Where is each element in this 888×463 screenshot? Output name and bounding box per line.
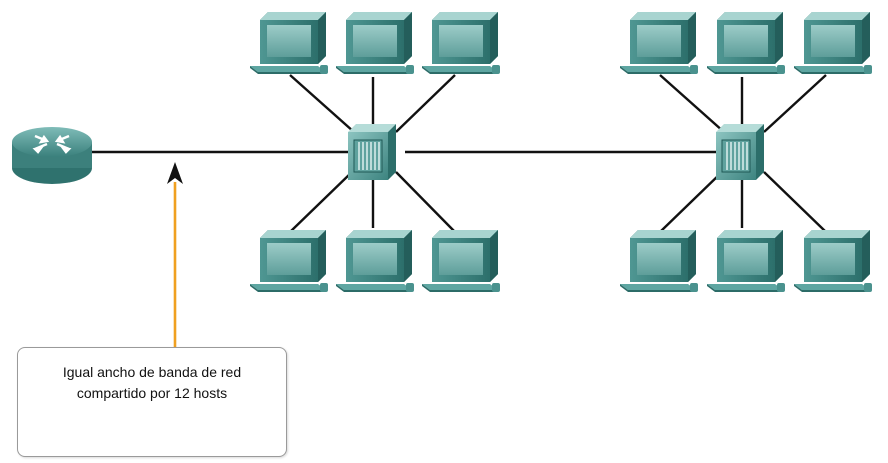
host-cable [659, 171, 723, 233]
router-icon [12, 127, 92, 184]
host-computer-icon [794, 230, 872, 292]
host-computer-icon [422, 12, 500, 74]
host-cable [289, 74, 355, 133]
host-computer-icon [250, 12, 328, 74]
host-computer-icon [707, 12, 785, 74]
host-computer-icon [422, 230, 500, 292]
switch-icon [347, 123, 397, 181]
host-cable [763, 74, 827, 133]
host-computer-icon [620, 12, 698, 74]
host-cable [395, 74, 456, 133]
host-computer-icon [336, 12, 414, 74]
host-computer-icon [620, 230, 698, 292]
host-cable [763, 171, 827, 233]
bandwidth-callout: Igual ancho de banda de red compartido p… [17, 347, 287, 457]
switch-icon [715, 123, 765, 181]
host-cable [395, 171, 456, 233]
callout-text: Igual ancho de banda de red compartido p… [62, 364, 242, 401]
host-computer-icon [250, 230, 328, 292]
host-cable [659, 74, 725, 133]
host-computer-icon [336, 230, 414, 292]
host-computer-icon [794, 12, 872, 74]
host-computer-icon [707, 230, 785, 292]
host-cable [289, 171, 353, 233]
pointer-arrow [167, 162, 183, 348]
cables [92, 74, 827, 233]
